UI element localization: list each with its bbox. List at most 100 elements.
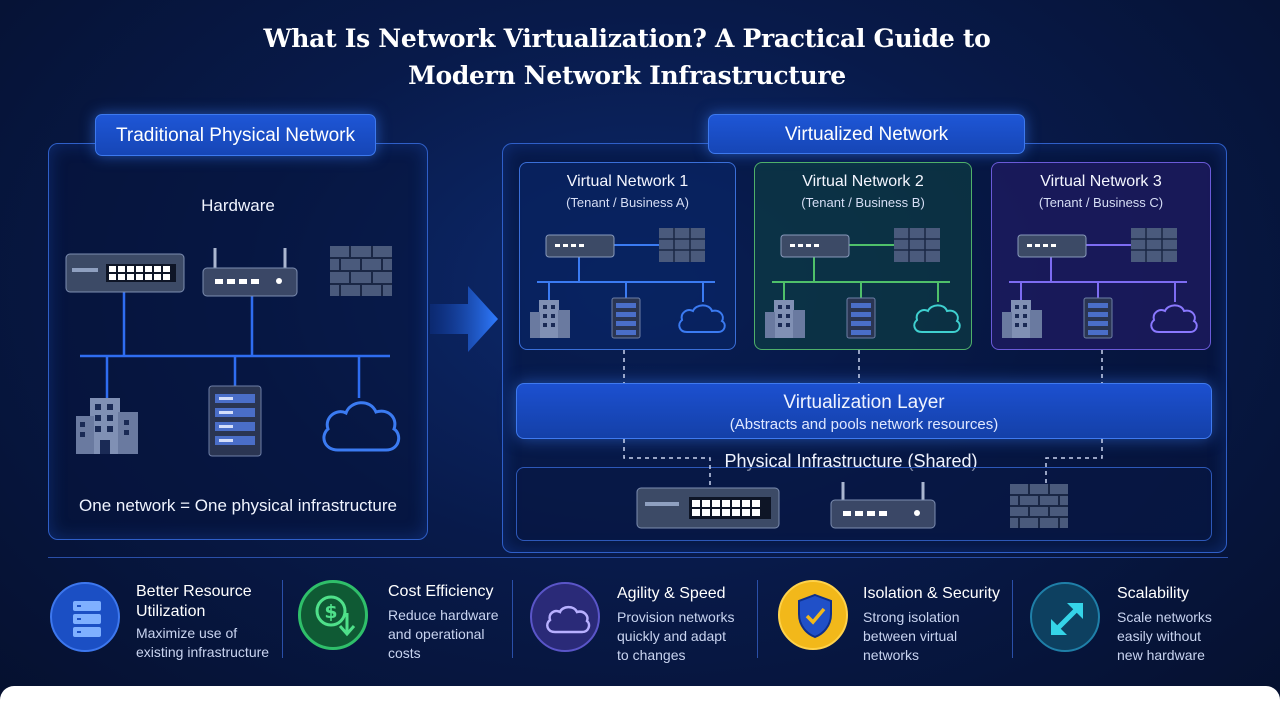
server-slot: [851, 330, 871, 335]
page-title: What Is Network Virtualization? A Practi…: [0, 20, 1254, 94]
port-led: [555, 244, 560, 247]
building-body: [1011, 300, 1031, 338]
shared-router-icon: [830, 482, 936, 529]
feature-3-badge: [530, 582, 600, 652]
building-window: [551, 323, 555, 327]
server-slot: [1088, 303, 1108, 308]
router-icon: [202, 248, 298, 297]
shared-switch-icon: [636, 487, 780, 529]
shared-firewall-icon: [1010, 484, 1068, 528]
port-led: [579, 244, 584, 247]
building-window: [786, 323, 790, 327]
title-line-1: What Is Network Virtualization? A Practi…: [263, 24, 991, 53]
virtual-network-1-title: Virtual Network 1: [566, 173, 689, 190]
building-window: [1023, 305, 1027, 309]
firewall-body: [894, 228, 940, 262]
server-slot: [1088, 321, 1108, 326]
traditional-network-panel: [48, 143, 428, 540]
hardware-label: Hardware: [201, 196, 275, 215]
server-slot: [1088, 312, 1108, 317]
virtual-network-3-diagram: [1002, 228, 1198, 339]
firewall-body: [1131, 228, 1177, 262]
feature-isolation-security: Isolation & Security Strong isolation be…: [778, 580, 1008, 670]
cloud-icon: [1150, 304, 1198, 333]
features-divider: [48, 557, 1228, 558]
virtualized-network-heading: Virtualized Network: [708, 114, 1025, 154]
port-led: [1043, 244, 1048, 247]
switch-icon: [65, 253, 185, 293]
virtual-network-1-tenant: (Tenant / Business A): [566, 195, 689, 210]
server-icon: [1083, 297, 1113, 339]
building-wing: [1030, 310, 1042, 338]
server-slot: [851, 321, 871, 326]
building-icon: [76, 398, 138, 454]
port-led: [806, 244, 811, 247]
firewall-body: [659, 228, 705, 262]
cloud-icon: [546, 605, 591, 634]
title-line-2: Modern Network Infrastructure: [408, 61, 846, 90]
feature-separator: [757, 580, 758, 658]
building-wing: [793, 310, 805, 338]
firewall-icon: [894, 228, 940, 262]
feature-3-title: Agility & Speed: [617, 585, 726, 602]
virtualization-layer: [516, 383, 1212, 439]
port-led: [814, 244, 819, 247]
port-led: [563, 244, 568, 247]
traditional-caption: One network = One physical infrastructur…: [79, 496, 397, 515]
expand-arrows-icon: [1051, 603, 1083, 635]
building-wing: [530, 312, 540, 338]
building-wing: [1002, 312, 1012, 338]
virtual-network-3-tenant: (Tenant / Business C): [1038, 195, 1164, 210]
feature-1-badge: [50, 582, 120, 652]
building-window: [786, 305, 790, 309]
building-window: [1015, 323, 1019, 327]
building-window: [778, 314, 782, 318]
feature-3-description: Provision networks quickly and adapt to …: [617, 609, 735, 663]
server-icon: [208, 385, 262, 457]
feature-4-title: Isolation & Security: [863, 585, 1000, 602]
virtual-network-1-diagram: [530, 228, 726, 339]
cloud-icon: [322, 401, 401, 452]
dollar-down-icon: $: [315, 595, 356, 637]
building-body: [539, 300, 559, 338]
server-icon: [73, 601, 101, 637]
building-icon: [530, 300, 570, 338]
firewall-icon: [330, 246, 392, 296]
feature-1-title: Better Resource Utilization: [136, 583, 252, 620]
physical-infrastructure-label: Physical Infrastructure (Shared): [724, 451, 978, 471]
building-window: [1015, 314, 1019, 318]
server-icon: [846, 297, 876, 339]
building-window: [543, 305, 547, 309]
feature-2-description: Reduce hardware and operational costs: [388, 607, 499, 661]
building-icon: [1002, 300, 1042, 338]
building-icon: [765, 300, 805, 338]
feature-4-description: Strong isolation between virtual network…: [863, 609, 960, 663]
feature-separator: [512, 580, 513, 658]
server-slot: [616, 330, 636, 335]
feature-2-title: Cost Efficiency: [388, 583, 494, 600]
bottom-sheet: [0, 686, 1280, 720]
port-led: [1035, 244, 1040, 247]
virtualization-layer-subtitle: (Abstracts and pools network resources): [729, 416, 999, 433]
port-led: [798, 244, 803, 247]
building-window: [551, 314, 555, 318]
shield-check-icon: [798, 593, 832, 639]
server-icon: [611, 297, 641, 339]
port-led: [1051, 244, 1056, 247]
feature-1-description: Maximize use of existing infrastructure: [136, 625, 270, 660]
building-window: [1023, 323, 1027, 327]
building-wing: [558, 310, 570, 338]
arrow-right-icon: [430, 286, 498, 352]
building-body: [774, 300, 794, 338]
server-slot: [616, 312, 636, 317]
building-window: [543, 323, 547, 327]
feature-2-badge: $: [298, 580, 368, 650]
server-slot: [851, 303, 871, 308]
feature-agility-speed: Agility & Speed Provision networks quick…: [530, 580, 750, 670]
virtual-network-3-title: Virtual Network 3: [1040, 173, 1162, 190]
server-slot: [616, 303, 636, 308]
feature-scalability: Scalability Scale networks easily withou…: [1030, 580, 1230, 670]
building-wing: [765, 312, 775, 338]
building-window: [543, 314, 547, 318]
